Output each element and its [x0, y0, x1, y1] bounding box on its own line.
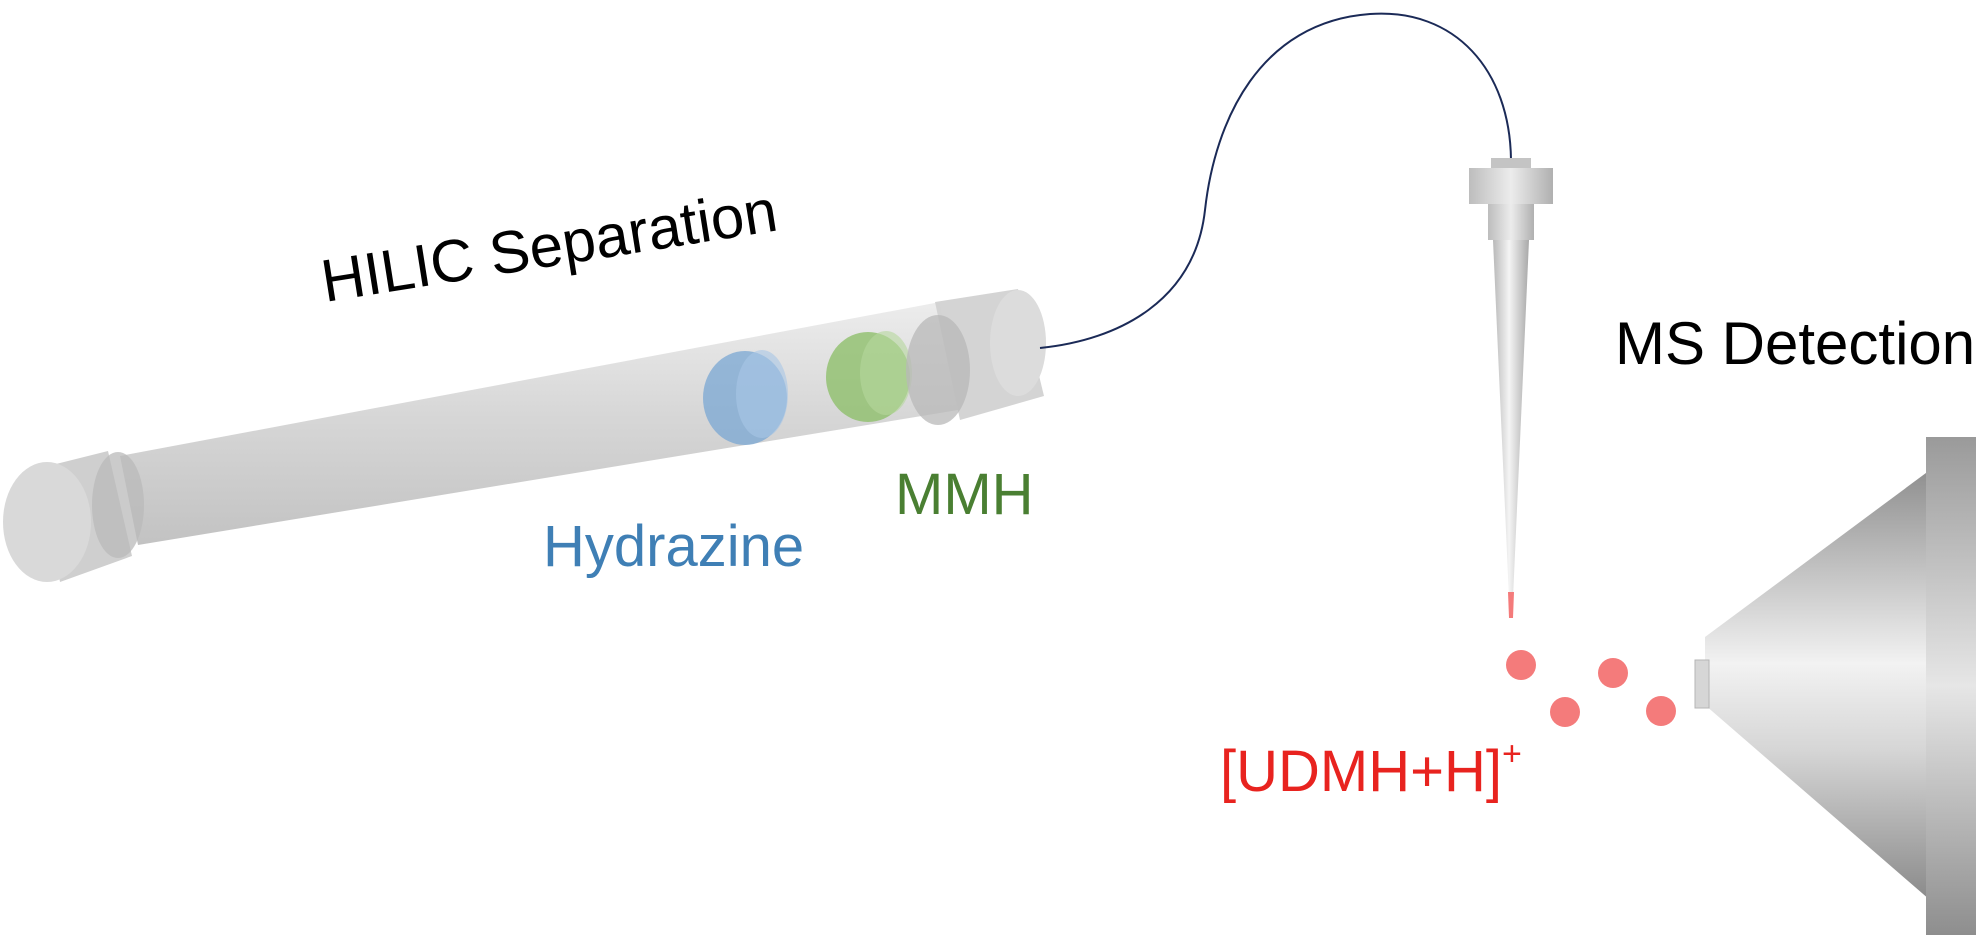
emitter-fitting-top — [1491, 158, 1531, 170]
transfer-tubing — [1039, 12, 1512, 349]
column-left-cap-face — [3, 462, 91, 582]
column-right-cap-face — [990, 290, 1046, 396]
emitter-needle — [1493, 240, 1529, 598]
column-right-cap-inner — [906, 315, 970, 425]
droplet — [1506, 650, 1536, 680]
emitter-collar — [1488, 204, 1534, 240]
udmh-ion-charge: + — [1502, 735, 1522, 773]
udmh-ion-formula: [UDMH+H] — [1220, 739, 1502, 804]
ion-droplets — [1506, 650, 1676, 727]
ms-inlet-cone-icon — [1694, 437, 1976, 935]
droplet — [1598, 658, 1628, 688]
mmh-label: MMH — [895, 462, 1034, 527]
column-tube — [120, 302, 958, 545]
droplet — [1550, 697, 1580, 727]
ms-detection-label: MS Detection — [1615, 310, 1975, 377]
inlet-orifice — [1694, 659, 1710, 709]
hplc-column-icon — [3, 289, 1046, 582]
udmh-ion-label: [UDMH+H]+ — [1220, 735, 1522, 804]
inlet-cone — [1705, 470, 1930, 900]
emitter-tip — [1508, 592, 1514, 618]
emitter-fitting — [1469, 168, 1553, 204]
inlet-plate — [1926, 437, 1976, 935]
esi-emitter-icon — [1469, 158, 1553, 618]
hydrazine-label: Hydrazine — [543, 514, 804, 579]
column-left-cap-inner — [92, 452, 144, 558]
hilic-separation-label: HILIC Separation — [317, 177, 782, 315]
droplet — [1646, 696, 1676, 726]
